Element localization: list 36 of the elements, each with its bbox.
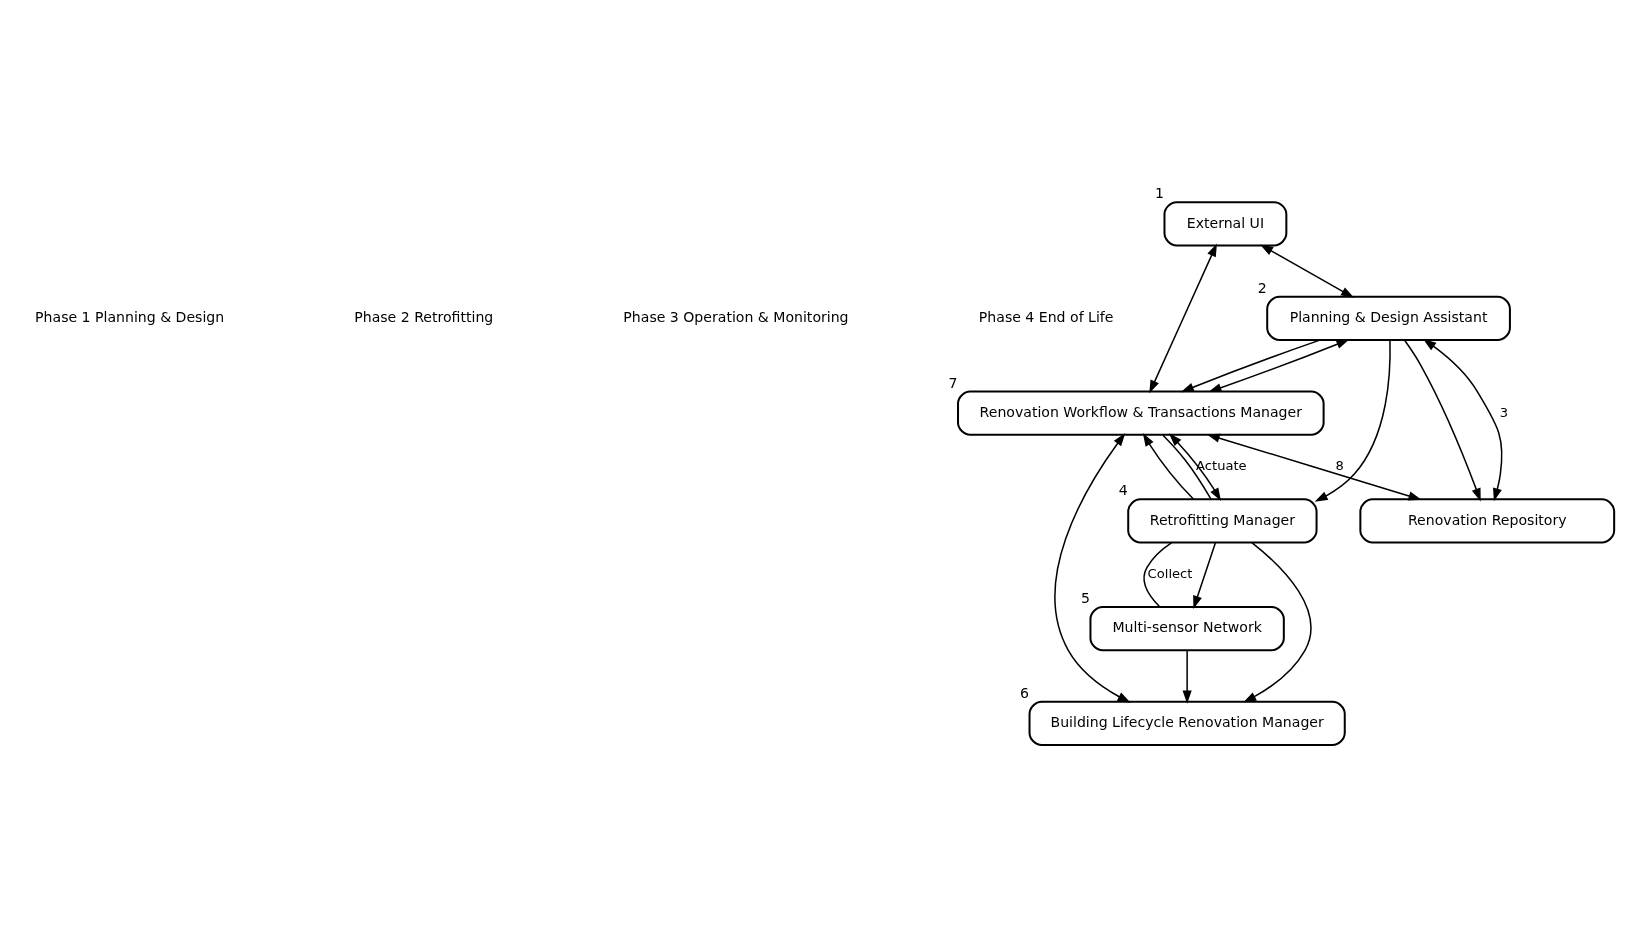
label: Phase 2 Retrofitting — [354, 309, 494, 326]
node-box: Multi-sensor Network — [1089, 606, 1285, 652]
arrow — [1193, 542, 1217, 609]
arrow — [1168, 433, 1221, 501]
arrow — [1423, 338, 1503, 502]
node-label: 4 — [1118, 482, 1128, 499]
label: Phase 3 Operation & Monitoring — [623, 309, 849, 326]
arrow — [1403, 339, 1481, 502]
edge-label: 3 — [1499, 404, 1509, 420]
connector — [1143, 541, 1173, 608]
node-box: Retrofitting Manager — [1127, 498, 1318, 544]
node-box: Renovation Workflow & Transactions Manager — [957, 390, 1325, 436]
arrow — [1206, 433, 1422, 501]
node-label: 2 — [1257, 279, 1267, 296]
arrow — [1314, 339, 1391, 502]
label: Phase 4 End of Life — [978, 309, 1114, 326]
node-box: Renovation Repository — [1359, 498, 1616, 544]
edge-label: 8 — [1335, 458, 1344, 474]
arrow — [1208, 339, 1350, 393]
connector — [1162, 434, 1212, 500]
arrow — [1149, 243, 1217, 394]
node-label: 6 — [1020, 684, 1029, 701]
arrow — [1054, 433, 1131, 703]
node-box: Planning & Design Assistant — [1266, 295, 1511, 342]
node-label: 5 — [1080, 590, 1090, 607]
node-label: 1 — [1154, 185, 1164, 202]
node-box: Building Lifecycle Renovation Manager — [1028, 700, 1346, 746]
arrow — [1182, 649, 1192, 704]
label: Phase 1 Planning & Design — [35, 309, 225, 326]
node-box: External UI — [1163, 201, 1288, 247]
arrow — [1142, 433, 1195, 500]
arrow — [1180, 339, 1321, 393]
arrow — [1243, 541, 1312, 703]
edge-label: Collect — [1147, 566, 1193, 582]
node-label: 7 — [948, 374, 958, 391]
arrow — [1260, 244, 1355, 298]
